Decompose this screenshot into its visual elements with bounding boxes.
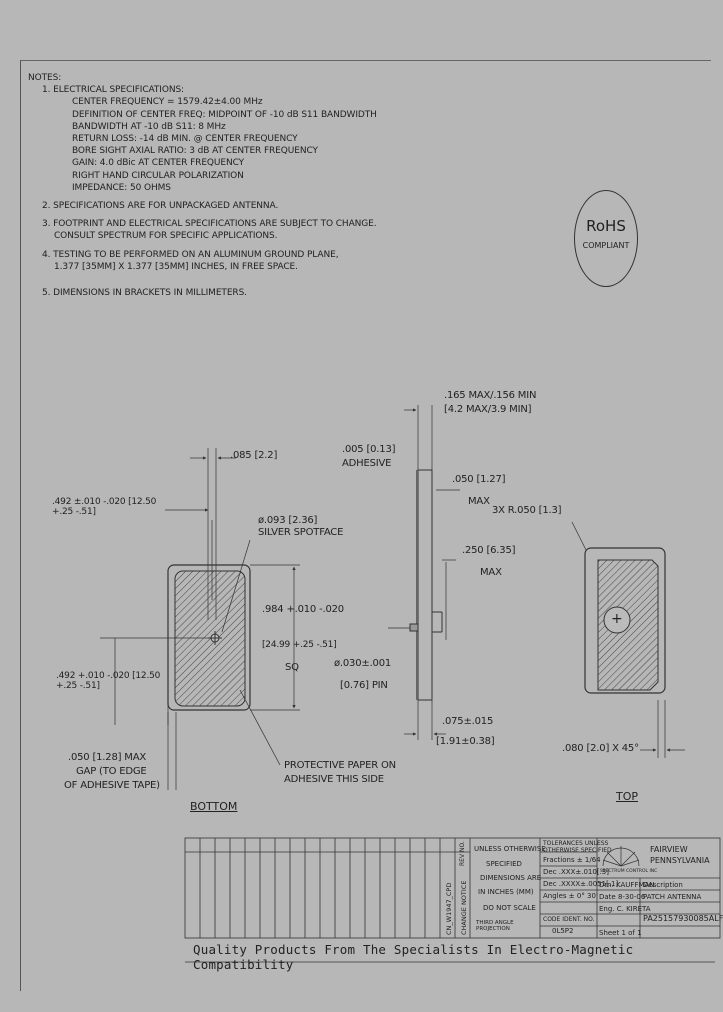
dim-984: .984 +.010 -.020 xyxy=(262,604,344,615)
description-label: Description xyxy=(643,881,683,889)
radius-dim: 3X R.050 [1.3] xyxy=(492,505,562,516)
top-view-title: TOP xyxy=(616,790,639,803)
tolerance-header: OTHERWISE SPECIFIED xyxy=(543,847,612,854)
dim-984-mm: [24.99 +.25 -.51] xyxy=(262,640,337,650)
notes-heading: NOTES: xyxy=(28,73,62,83)
note-line: BORE SIGHT AXIAL RATIO: 3 dB AT CENTER F… xyxy=(72,146,318,157)
tolerance-dec2: Dec .XXXX±.0051[.1] xyxy=(543,880,619,888)
drawn-by: Drn. KAUFFMAN xyxy=(599,881,655,889)
pin-dim: ø.030±.001 xyxy=(334,658,392,669)
note-line: GAIN: 4.0 dBic AT CENTER FREQUENCY xyxy=(72,158,245,169)
dim-165-mm: [4.2 MAX/3.9 MIN] xyxy=(444,404,532,415)
gap-note: OF ADHESIVE TAPE) xyxy=(64,780,160,791)
note-line: BANDWIDTH AT -10 dB S11: 8 MHz xyxy=(72,121,226,132)
square-label: SQ xyxy=(285,662,299,673)
revision-id: CN_W1947_CPD xyxy=(445,882,453,935)
protective-note: PROTECTIVE PAPER ON xyxy=(284,760,396,771)
note-line: CONSULT SPECTRUM FOR SPECIFIC APPLICATIO… xyxy=(54,231,278,242)
note-line: 4. TESTING TO BE PERFORMED ON AN ALUMINU… xyxy=(42,249,339,260)
tolerance-header: TOLERANCES UNLESS xyxy=(543,840,609,847)
dim-075: .075±.015 xyxy=(442,716,494,727)
location: FAIRVIEW xyxy=(650,845,688,854)
bottom-view xyxy=(100,448,300,790)
side-view xyxy=(388,405,460,740)
dim-085: .085 [2.2] xyxy=(230,450,278,461)
note-line: 1. ELECTRICAL SPECIFICATIONS: xyxy=(42,85,184,96)
tolerance-fractions: Fractions ± 1/64 xyxy=(543,856,601,864)
center-mark: + xyxy=(611,611,623,627)
note-line: 3. FOOTPRINT AND ELECTRICAL SPECIFICATIO… xyxy=(42,219,377,230)
note-line: CENTER FREQUENCY = 1579.42±4.00 MHz xyxy=(72,97,263,108)
footer-slogan: Quality Products From The Specialists In… xyxy=(193,942,634,972)
dim-492-left: .492 +.010 -.020 [12.50 +.25 -.51] xyxy=(56,671,161,691)
drawing-date: Date 8-30-06 xyxy=(599,893,646,901)
dim-250-max: MAX xyxy=(480,567,502,578)
company-logo xyxy=(602,846,640,867)
part-number: PA25157930085ALF xyxy=(643,914,723,923)
adhesive-label: ADHESIVE xyxy=(342,458,392,469)
engineer: Eng. C. KIRETA xyxy=(599,905,651,913)
dim-250: .250 [6.35] xyxy=(462,545,516,556)
note-line: IMPEDANCE: 50 OHMS xyxy=(72,182,171,193)
dims-note: IN INCHES (MM) xyxy=(478,888,534,896)
third-angle-note: THIRD ANGLE PROJECTION xyxy=(476,920,514,932)
dim-050-max: MAX xyxy=(468,496,490,507)
rohs-sub: COMPLIANT xyxy=(582,241,630,250)
spotface-label: SILVER SPOTFACE xyxy=(258,527,344,538)
dims-note: SPECIFIED xyxy=(486,860,522,868)
title-block-grid xyxy=(184,837,721,939)
dims-note: DIMENSIONS ARE xyxy=(480,874,542,882)
note-line: RETURN LOSS: -14 dB MIN. @ CENTER FREQUE… xyxy=(72,134,298,145)
dim-492-top: .492 ±.010 -.020 [12.50 +.25 -.51] xyxy=(52,497,157,517)
rev-no-label: REV NO. xyxy=(459,841,466,866)
notes-block: NOTES: 1. ELECTRICAL SPECIFICATIONS: CEN… xyxy=(28,72,377,299)
dim-050: .050 [1.27] xyxy=(452,474,506,485)
sheet-border xyxy=(20,60,711,991)
bottom-view-title: BOTTOM xyxy=(190,800,238,813)
note-line: 1.377 [35MM] X 1.377 [35MM] INCHES, IN F… xyxy=(54,261,298,272)
code-ident-value: 0L5P2 xyxy=(552,927,574,935)
note-line: 5. DIMENSIONS IN BRACKETS IN MILLIMETERS… xyxy=(42,288,247,299)
pin-label: [0.76] PIN xyxy=(340,680,388,691)
company-name: SPECTRUM CONTROL INC xyxy=(600,869,658,874)
spotface-diameter: ø.093 [2.36] xyxy=(258,515,318,526)
dims-note: UNLESS OTHERWISE xyxy=(474,845,546,853)
protective-note: ADHESIVE THIS SIDE xyxy=(284,774,384,785)
tolerance-dec1: Dec .XXX±.010[.3] xyxy=(543,868,609,876)
gap-note: GAP (TO EDGE xyxy=(76,766,147,777)
rohs-title: RoHS xyxy=(586,217,626,235)
dim-075-mm: [1.91±0.38] xyxy=(436,736,495,747)
note-line: DEFINITION OF CENTER FREQ: MIDPOINT OF -… xyxy=(72,109,377,120)
gap-dim: .050 [1.28] MAX xyxy=(68,752,147,763)
tolerance-angles: Angles ± 0° 30' xyxy=(543,892,598,900)
rohs-stamp: RoHS COMPLIANT xyxy=(574,190,638,287)
dims-note: DO NOT SCALE xyxy=(483,904,536,912)
location: PENNSYLVANIA xyxy=(650,856,710,865)
top-view xyxy=(571,521,685,758)
note-line: RIGHT HAND CIRCULAR POLARIZATION xyxy=(72,170,244,181)
sheet-number: Sheet 1 of 1 xyxy=(599,929,642,937)
adhesive-dim: .005 [0.13] xyxy=(342,444,396,455)
note-line: 2. SPECIFICATIONS ARE FOR UNPACKAGED ANT… xyxy=(42,201,279,212)
dim-165: .165 MAX/.156 MIN xyxy=(444,390,537,401)
chamfer-dim: .080 [2.0] X 45° xyxy=(562,743,639,754)
description-value: PATCH ANTENNA xyxy=(643,893,702,901)
code-ident-label: CODE IDENT. NO. xyxy=(543,916,595,923)
change-notice-label: CHANGE NOTICE xyxy=(460,880,468,935)
